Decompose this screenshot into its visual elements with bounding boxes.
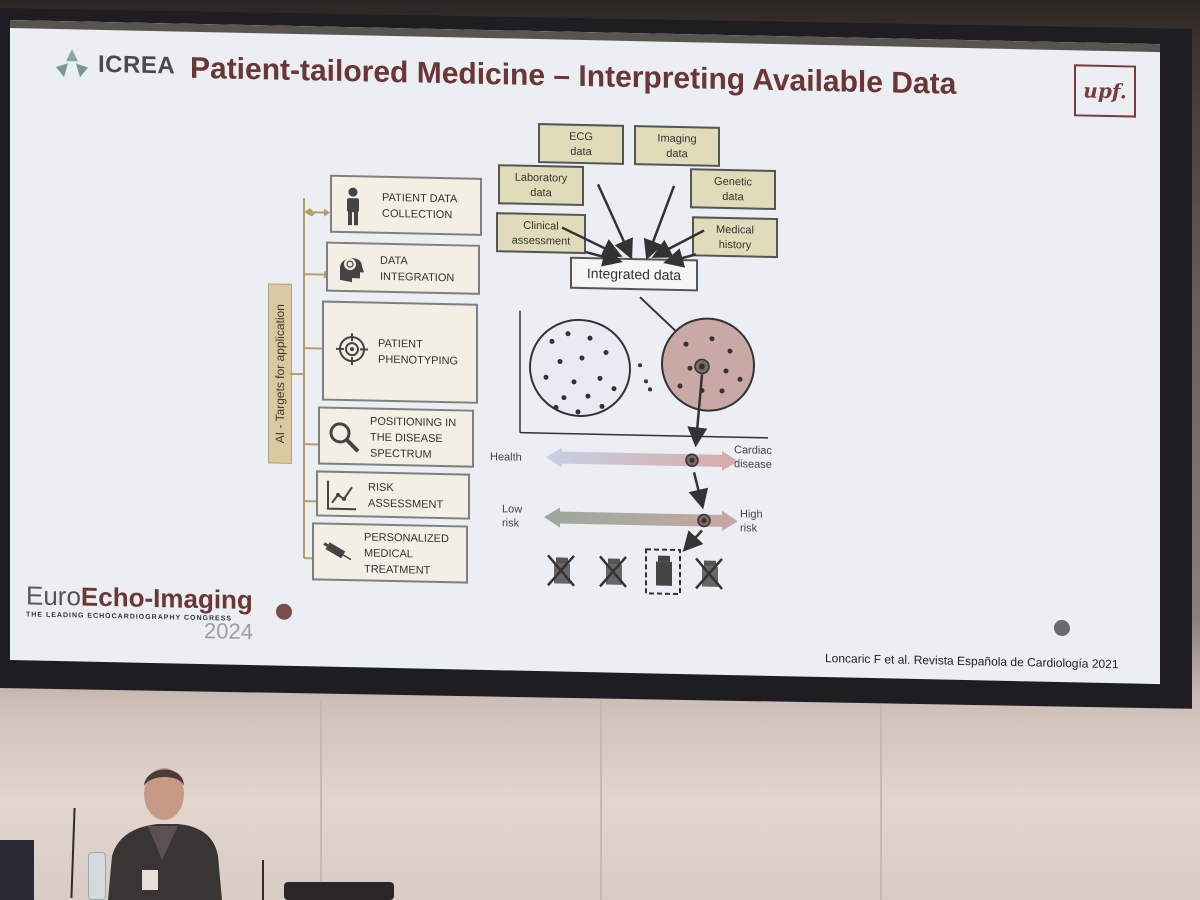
euroecho-wordmark: EuroEcho-Imaging: [26, 580, 253, 616]
ai-targets-label-text: AI - Targets for application: [273, 303, 287, 444]
item-label-line: PATIENT: [378, 337, 423, 351]
pill-bottle-icon: [599, 555, 627, 588]
icrea-logo: ICREA: [52, 47, 175, 84]
positioning-disease-spectrum-box: POSITIONING IN THE DISEASE SPECTRUM: [318, 406, 474, 468]
low-high-risk-scale: [544, 507, 738, 531]
high-risk-label: High risk: [740, 507, 763, 535]
risk-assessment-box: RISK ASSESSMENT: [316, 470, 470, 520]
item-label-line: THE DISEASE: [370, 431, 443, 446]
health-label: Health: [490, 451, 522, 464]
item-label: PATIENT PHENOTYPING: [378, 336, 458, 370]
patient-phenotyping-box: PATIENT PHENOTYPING: [322, 300, 478, 404]
line-chart-icon: [327, 480, 356, 511]
wall-panel-seam: [600, 700, 602, 900]
laptop-screen: [0, 840, 34, 900]
microphone-stand: [262, 860, 264, 900]
low-risk-line: Low: [502, 503, 523, 516]
slide-title: Patient-tailored Medicine – Interpreting…: [190, 51, 957, 101]
euroecho-bold: Echo-Imaging: [80, 581, 253, 616]
item-label-line: PATIENT DATA: [382, 191, 458, 206]
high-risk-line: High: [740, 508, 763, 521]
item-label: RISK ASSESSMENT: [368, 479, 443, 513]
data-box-line: ECG: [569, 130, 593, 144]
presentation-slide: ICREA Patient-tailored Medicine – Interp…: [10, 20, 1160, 685]
pill-bottle-icon: [645, 548, 681, 596]
item-label-line: TREATMENT: [364, 563, 431, 577]
scatter-plot: [519, 310, 768, 439]
item-label: PATIENT DATA COLLECTION: [382, 190, 457, 224]
item-label-line: SPECTRUM: [370, 447, 432, 461]
upf-logo: upf.: [1074, 64, 1136, 118]
syringe-icon: [323, 542, 352, 561]
target-icon: [336, 333, 368, 366]
data-integration-box: DATA INTEGRATION: [326, 241, 480, 295]
speaker-person: [108, 768, 222, 900]
item-label: POSITIONING IN THE DISEASE SPECTRUM: [370, 414, 456, 464]
icrea-logo-text: ICREA: [98, 50, 176, 80]
wall-panel-seam: [320, 700, 322, 900]
source-arrows: [561, 183, 705, 268]
brain-head-icon: [340, 258, 364, 283]
euroecho-light: Euro: [26, 580, 81, 612]
low-risk-label: Low risk: [502, 502, 522, 530]
slide-dot: [1054, 619, 1070, 637]
item-label-line: RISK: [368, 481, 394, 495]
cardiac-disease-line: Cardiac: [734, 444, 772, 457]
item-label-line: PHENOTYPING: [378, 353, 459, 368]
cardiac-disease-line: disease: [734, 458, 772, 471]
to-risk-arrow: [688, 472, 709, 510]
health-disease-scale: [546, 447, 738, 471]
pill-bottle-icon: [547, 554, 575, 587]
euroecho-year: 2024: [204, 618, 253, 645]
item-label-line: MEDICAL: [364, 547, 413, 561]
item-label: PERSONALIZED MEDICAL TREATMENT: [364, 529, 449, 579]
person-icon: [347, 187, 359, 226]
cardiac-disease-label: Cardiac disease: [734, 443, 772, 472]
item-label-line: DATA: [380, 254, 408, 268]
icrea-mark-icon: [56, 49, 88, 78]
patient-data-collection-box: PATIENT DATA COLLECTION: [330, 174, 482, 236]
item-label-line: POSITIONING IN: [370, 415, 457, 430]
citation: Loncaric F et al. Revista Española de Ca…: [825, 651, 1119, 672]
item-label-line: PERSONALIZED: [364, 531, 449, 546]
slide-dot: [276, 603, 292, 620]
to-spectrum-arrow: [687, 374, 708, 448]
low-risk-line: risk: [502, 517, 520, 530]
magnifier-icon: [329, 422, 360, 453]
chair-back: [284, 882, 394, 900]
pill-bottle-icon: [695, 557, 723, 590]
item-label-line: INTEGRATION: [380, 270, 455, 285]
wall-panel-seam: [880, 700, 882, 900]
data-box-line: Imaging: [657, 132, 697, 146]
euroecho-logo: EuroEcho-Imaging THE LEADING ECHOCARDIOG…: [26, 580, 253, 645]
item-label: DATA INTEGRATION: [380, 253, 454, 287]
item-label-line: COLLECTION: [382, 207, 453, 222]
high-risk-line: risk: [740, 522, 758, 535]
item-label-line: ASSESSMENT: [368, 497, 444, 512]
diagram-graphics: [519, 183, 768, 596]
ai-targets-label: AI - Targets for application: [268, 283, 292, 464]
treatment-options: [547, 548, 723, 596]
to-treatment-arrow: [682, 529, 704, 552]
personalized-treatment-box: PERSONALIZED MEDICAL TREATMENT: [312, 522, 468, 584]
